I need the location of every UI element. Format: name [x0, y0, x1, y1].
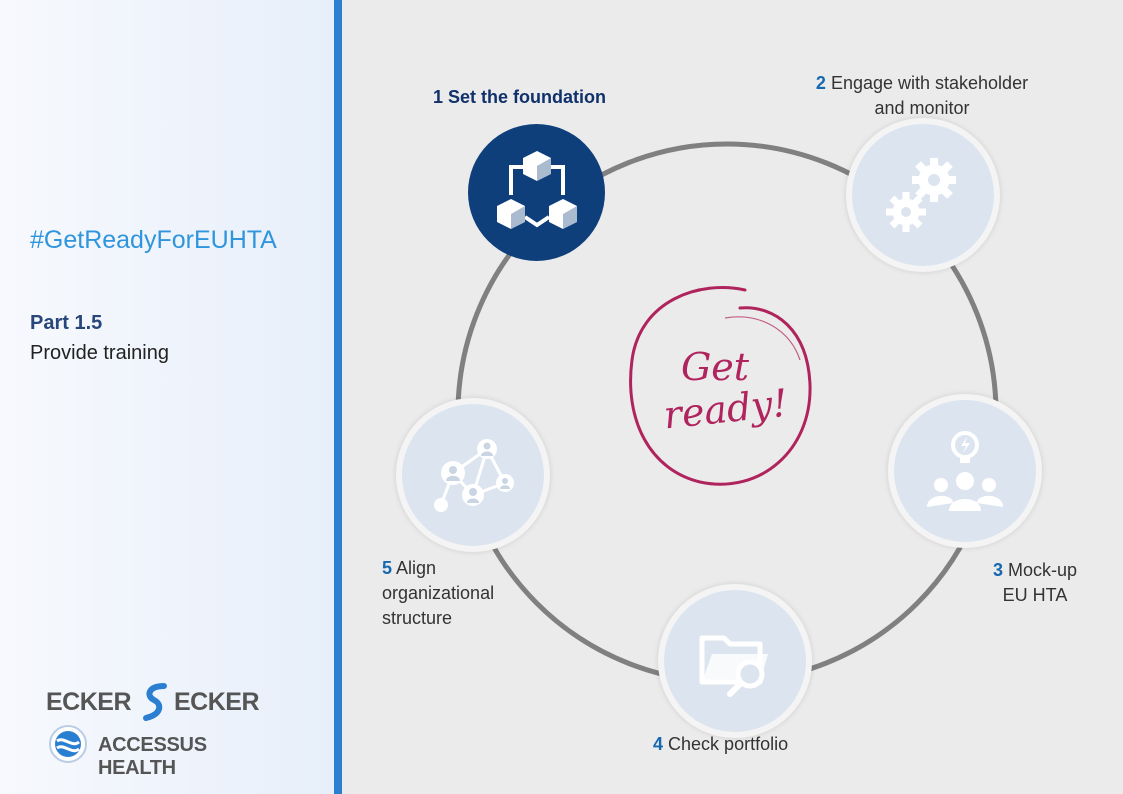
get-ready-line1: Get: [681, 345, 750, 389]
step-3-node[interactable]: [888, 394, 1042, 548]
team-idea-icon: [927, 431, 1003, 511]
step-3-label: 3 Mock-up EU HTA: [992, 560, 1078, 605]
accessus-globe-icon: [49, 725, 87, 763]
network-cubes-icon: [496, 150, 577, 229]
accessus-wordmark: ACCESSUS HEALTH: [98, 734, 207, 779]
step-2-node[interactable]: [846, 118, 1000, 272]
ecker-logo-left: ECKER: [46, 688, 132, 716]
sidebar: #GetReadyForEUHTA Part 1.5 Provide train…: [0, 0, 334, 794]
step-1-label: 1 Set the foundation: [433, 87, 607, 107]
get-ready-badge: Get ready!: [629, 286, 812, 486]
step-4-node[interactable]: [658, 584, 812, 738]
ecker-ecker-logo: ECKER ECKER: [46, 682, 286, 721]
hashtag-title: #GetReadyForEUHTA: [30, 226, 277, 254]
get-ready-line2: ready!: [661, 381, 789, 438]
accessus-health-logo: ACCESSUS HEALTH: [46, 722, 286, 779]
accent-divider: [334, 0, 342, 794]
gears-icon: [886, 158, 956, 232]
ecker-swirl-icon: [143, 683, 167, 721]
step-4-label: 4 Check portfolio: [653, 734, 789, 754]
ecker-logo-right: ECKER: [174, 688, 260, 716]
step-1-node[interactable]: [468, 124, 605, 261]
people-network-icon: [434, 439, 514, 512]
step-2-label: 2 Engage with stakeholder and monitor: [815, 73, 1029, 118]
folder-search-icon: [699, 635, 768, 697]
part-number: Part 1.5: [30, 312, 103, 334]
step-5-label: 5 Align organizational structure: [382, 558, 495, 628]
part-title: Provide training: [30, 342, 169, 364]
step-5-node[interactable]: [396, 398, 550, 552]
